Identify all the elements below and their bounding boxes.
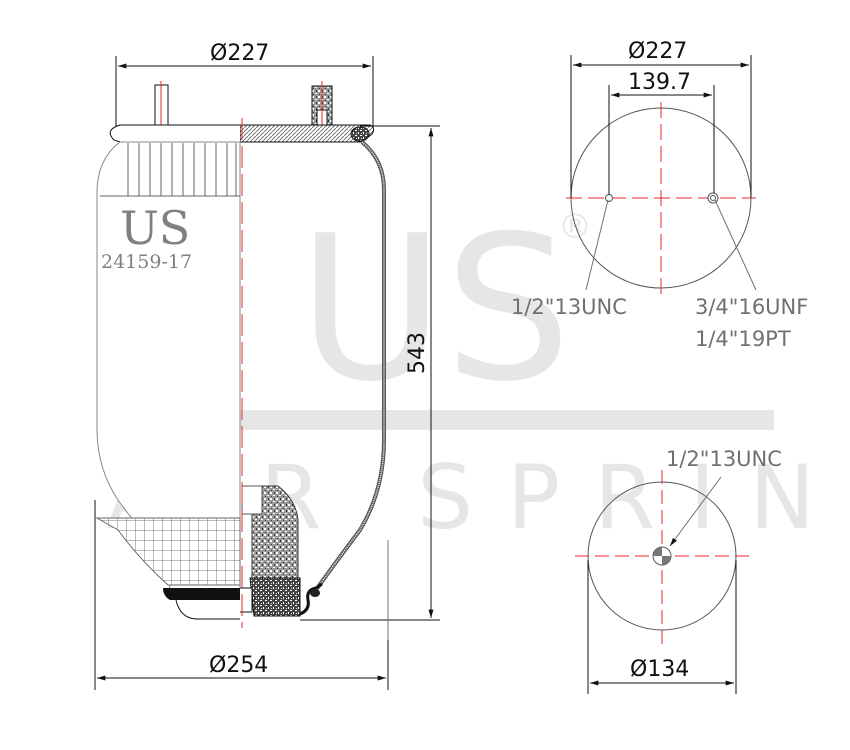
dim-height: 543 bbox=[405, 332, 430, 374]
part-number: 24159-17 bbox=[101, 251, 192, 273]
top-bead-plate bbox=[109, 124, 240, 143]
note-fitting-thread: 3/4"16UNF bbox=[695, 295, 808, 319]
piston-base-section bbox=[249, 577, 301, 617]
note-center-thread: 1/2"13UNC bbox=[666, 447, 782, 471]
note-left-stud-thread: 1/2"13UNC bbox=[511, 295, 627, 319]
watermark-logo: US bbox=[298, 193, 571, 426]
note-fitting-pipe-thread: 1/4"19PT bbox=[695, 327, 791, 351]
piston-knurl-pattern bbox=[95, 517, 241, 586]
leader-line bbox=[585, 199, 609, 291]
watermark-bar bbox=[106, 410, 774, 430]
piston-base-band bbox=[163, 588, 240, 600]
dim-piston-diameter: Ø134 bbox=[630, 657, 689, 682]
top-plate-view: Ø227 139.7 1/2"13UNC 3/4"16UNF 1/4"19PT bbox=[511, 39, 808, 351]
dim-outer-diameter: Ø227 bbox=[628, 39, 687, 64]
center-hole-quadrant bbox=[662, 556, 671, 565]
bead-crimp bbox=[350, 126, 370, 142]
fitting-hole bbox=[707, 192, 719, 204]
bellows-wall-hatch bbox=[315, 141, 385, 591]
lower-bead bbox=[299, 582, 323, 616]
fitting-hole-inner bbox=[710, 195, 716, 201]
piston-bolt-boss bbox=[240, 587, 253, 613]
brand-logo: US bbox=[120, 201, 190, 255]
leader-line bbox=[714, 199, 757, 291]
lower-bead-crimp bbox=[310, 589, 320, 597]
rib-lines bbox=[100, 143, 240, 197]
dim-bottom-diameter: Ø254 bbox=[209, 653, 268, 678]
piston-base-lip bbox=[175, 599, 240, 620]
stud-hole bbox=[605, 194, 613, 202]
piston-section bbox=[251, 485, 299, 581]
dim-bolt-spacing: 139.7 bbox=[628, 70, 691, 95]
bottom-piston-view: 1/2"13UNC Ø134 bbox=[575, 447, 782, 694]
dim-top-diameter: Ø227 bbox=[210, 41, 269, 66]
piston-stop bbox=[241, 485, 263, 515]
side-view: Ø227 US 24159-17 bbox=[94, 41, 440, 690]
leader-arrow bbox=[669, 476, 722, 547]
watermark-registered-mark: ® bbox=[558, 207, 592, 247]
center-hole-quadrant bbox=[653, 547, 662, 556]
